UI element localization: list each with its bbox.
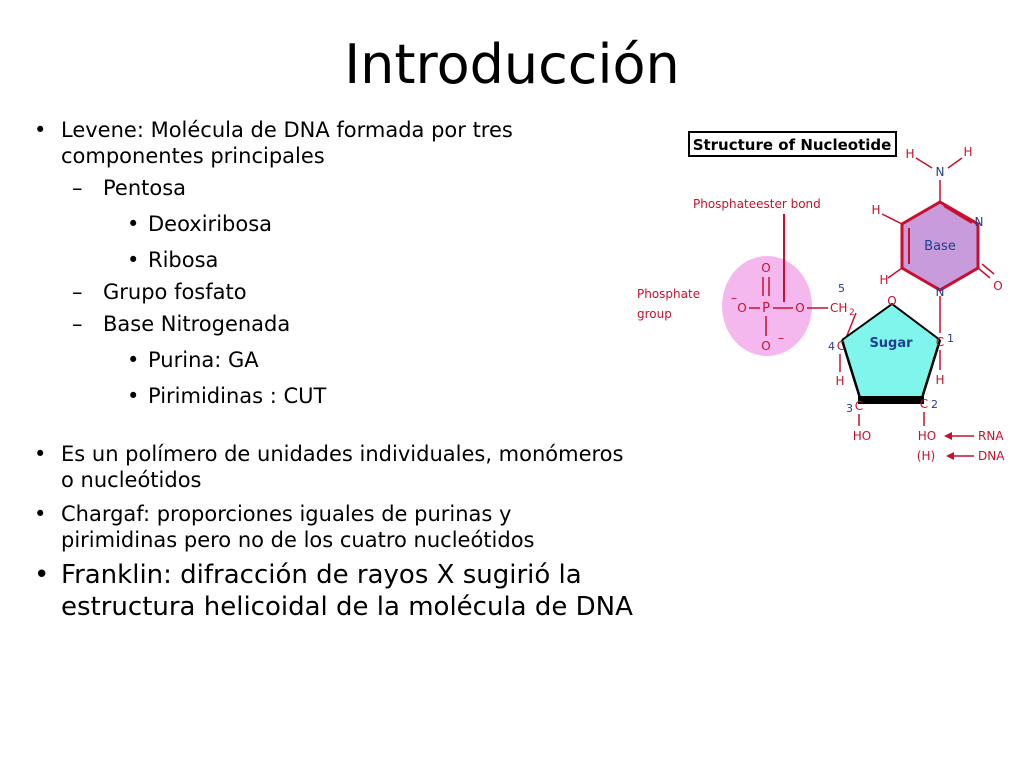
rna-label: RNA (978, 429, 1004, 443)
bullet-levene: • Levene: Molécula de DNA formada por tr… (34, 117, 634, 169)
bullet-grupo-fosfato: – Grupo fosfato (34, 279, 634, 305)
bullet-list: • Levene: Molécula de DNA formada por tr… (34, 117, 634, 627)
base-label: Base (924, 239, 956, 254)
bullet-deoxiribosa: • Deoxiribosa (34, 211, 634, 237)
carbon-number-4: 4 (828, 340, 835, 353)
bullet-franklin: • Franklin: difracción de rayos X sugiri… (34, 559, 634, 623)
bond-ring-o-a (977, 267, 991, 279)
bullet-symbol: • (34, 560, 50, 590)
atom-h-ring-top: H (871, 203, 880, 217)
dash-symbol: – (72, 312, 83, 336)
sugar-ring-right-edge (920, 339, 942, 399)
atom-o-ring: O (887, 294, 896, 308)
spacer (34, 409, 634, 441)
bullet-text: Pentosa (103, 176, 187, 200)
bond-ring-o-b (981, 263, 995, 275)
diagram-title-box (688, 131, 897, 157)
atom-h-c1: H (935, 373, 944, 387)
atom-ho-c2: HO (918, 429, 936, 443)
bullet-symbol: • (34, 442, 47, 466)
bond-ch2-c4 (845, 312, 857, 339)
bullet-text: Pirimidinas : CUT (148, 384, 327, 408)
atom-h-ring-bottom: H (879, 273, 888, 287)
sugar-ring (842, 304, 940, 398)
phosphoester-label: Phosphateester bond (693, 197, 821, 211)
bullet-text: Levene: Molécula de DNA formada por tres… (61, 118, 513, 168)
bond-n-h-left (915, 157, 933, 169)
bullet-text: Deoxiribosa (148, 212, 273, 236)
atom-c1: C (936, 335, 944, 349)
base-double-bond-top (943, 205, 973, 224)
bullet-symbol: • (34, 118, 47, 142)
bullet-text: Purina: GA (148, 348, 259, 372)
bullet-chargaf: • Chargaf: proporciones iguales de purin… (34, 501, 634, 553)
bullet-base-nitrogenada: – Base Nitrogenada (34, 311, 634, 337)
sugar-label: Sugar (869, 336, 913, 351)
bond-ring-h-bottom (887, 267, 903, 279)
charge-minus-left: – (731, 291, 737, 305)
atom-c4: C (837, 339, 845, 353)
phosphate-label-2: group (637, 307, 672, 321)
atom-n-bottom: N (936, 285, 945, 299)
atom-o-left: O (737, 301, 746, 315)
dna-label: DNA (978, 449, 1005, 463)
atom-ho-c3: HO (853, 429, 871, 443)
atom-c2: C (920, 397, 928, 411)
bullet-text: Base Nitrogenada (103, 312, 291, 336)
bullet-pentosa: – Pentosa (34, 175, 634, 201)
charge-minus-bottom: – (778, 331, 784, 345)
atom-n-amino: N (936, 165, 945, 179)
atom-c3: C (855, 399, 863, 413)
bullet-symbol: • (127, 348, 140, 372)
atom-n-right: N (975, 215, 984, 229)
bullet-symbol: • (127, 212, 140, 236)
bullet-ribosa: • Ribosa (34, 247, 634, 273)
dash-symbol: – (72, 176, 83, 200)
slide-title: Introducción (344, 33, 680, 96)
carbon-number-1: 1 (947, 332, 954, 345)
diagram-title: Structure of Nucleotide (693, 136, 892, 154)
carbon-number-5: 5 (838, 282, 845, 295)
bullet-text: Es un polímero de unidades individuales,… (61, 442, 624, 492)
atom-ch-subscript: 2 (849, 308, 855, 318)
atom-p: P (762, 301, 770, 316)
bullet-symbol: • (127, 384, 140, 408)
dna-arrow-head (946, 452, 954, 460)
bond-n-h-right (947, 157, 963, 169)
bullet-pirimidinas: • Pirimidinas : CUT (34, 383, 634, 409)
bullet-purina: • Purina: GA (34, 347, 634, 373)
atom-o-carbonyl: O (993, 279, 1002, 293)
bullet-text: Ribosa (148, 248, 219, 272)
carbon-number-2: 2 (931, 398, 938, 411)
phosphate-label-1: Phosphate (637, 287, 700, 301)
carbon-number-3: 3 (846, 402, 853, 415)
bullet-symbol: • (34, 502, 47, 526)
atom-h-paren: (H) (917, 449, 935, 463)
bullet-text: Grupo fosfato (103, 280, 247, 304)
atom-h-c4: H (835, 374, 844, 388)
bullet-polimero: • Es un polímero de unidades individuale… (34, 441, 634, 493)
sugar-ring-top-edge (841, 302, 941, 341)
atom-h-amino-left: H (905, 147, 914, 161)
atom-o-right: O (795, 301, 804, 315)
atom-h-amino-right: H (963, 145, 972, 159)
atom-ch: CH (830, 301, 847, 315)
atom-o-top: O (761, 261, 770, 275)
bullet-text: Franklin: difracción de rayos X sugirió … (61, 560, 633, 622)
bond-ring-h-top (881, 213, 903, 225)
dash-symbol: – (72, 280, 83, 304)
bullet-text: Chargaf: proporciones iguales de purinas… (61, 502, 535, 552)
nucleotide-diagram: Structure of Nucleotide Phosphateester b… (637, 131, 1005, 463)
sugar-ring-left-edge (840, 339, 862, 399)
bullet-symbol: • (127, 248, 140, 272)
atom-o-bottom: O (761, 339, 770, 353)
rna-arrow-head (944, 432, 952, 440)
phosphate-circle (722, 256, 812, 356)
